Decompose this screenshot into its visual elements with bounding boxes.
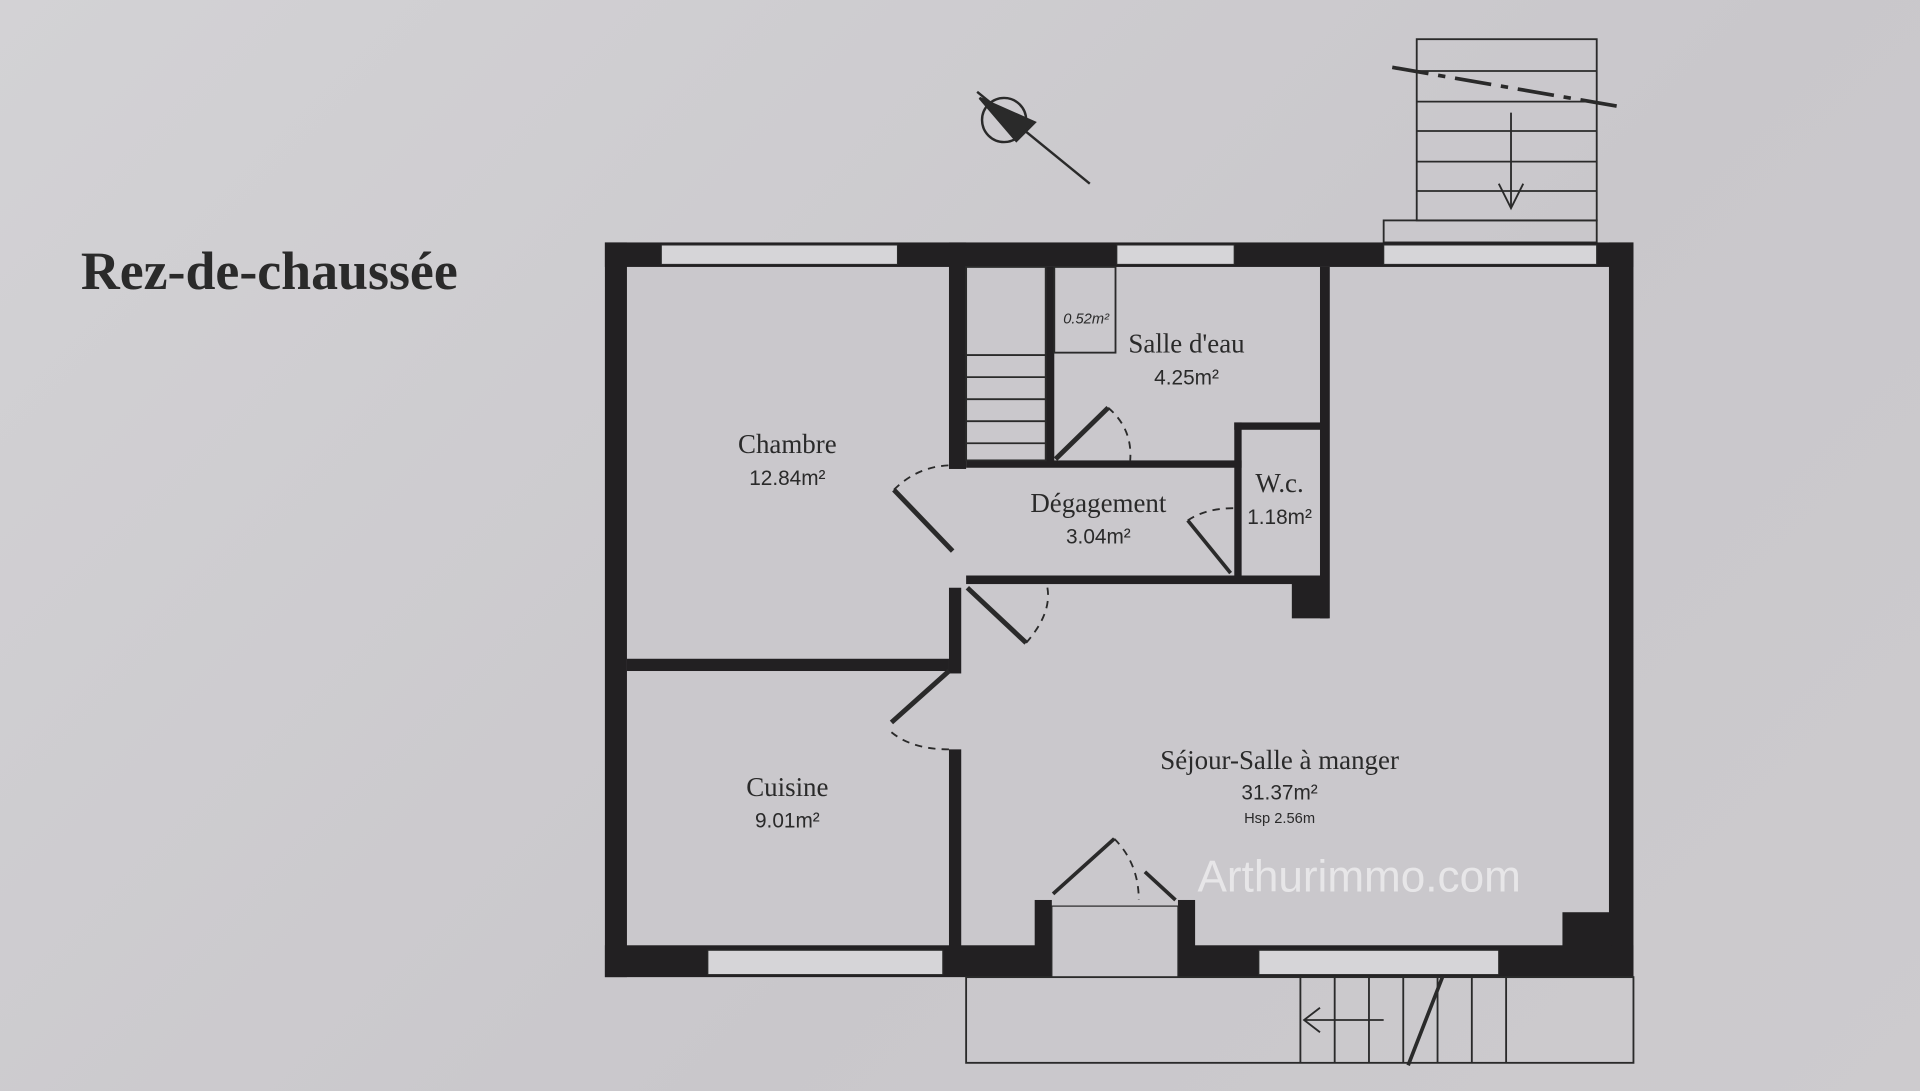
room-name: Dégagement [1030,488,1167,518]
inner-stairs-and-doors [889,266,1635,1066]
floor-title: Rez-de-chaussée [81,241,458,301]
floor-area [626,266,1609,946]
room-area: 12.84m² [749,467,825,490]
room-name: Chambre [738,429,837,459]
room-area: 4.25m² [1154,366,1219,389]
windows [660,244,1598,978]
ceiling-height: Hsp 2.56m [1244,811,1315,827]
room-area: 9.01m² [755,810,820,833]
upper-stairs [1382,38,1627,244]
watermark: Arthurimmo.com [1198,852,1521,901]
room-name: W.c. [1255,468,1303,498]
room-area: 31.37m² [1241,782,1317,805]
room-name: Salle d'eau [1128,329,1244,359]
room-area: 3.04m² [1066,526,1131,549]
room-labels: Chambre 12.84m² Cuisine 9.01m² Salle d'e… [738,311,1399,832]
closet-area: 0.52m² [1063,311,1110,327]
compass-icon [976,90,1091,185]
room-area: 1.18m² [1247,506,1312,529]
room-name: Séjour-Salle à manger [1160,745,1399,775]
room-name: Cuisine [746,772,828,802]
